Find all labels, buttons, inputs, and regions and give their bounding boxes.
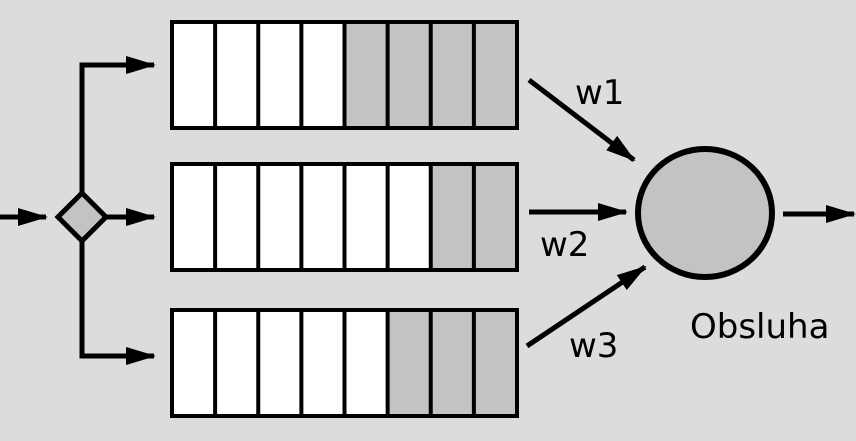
queue-slot-empty	[303, 166, 343, 268]
router-diamond	[54, 189, 110, 245]
queue-slot-empty	[217, 312, 257, 414]
queue-slot-empty	[174, 24, 214, 126]
queue-slot-empty	[389, 166, 429, 268]
queue-slot-empty	[217, 24, 257, 126]
queue-slot-filled	[432, 166, 472, 268]
queue-slot-filled	[346, 24, 386, 126]
server-label: Obsluha	[690, 307, 829, 347]
queue-slot-empty	[260, 312, 300, 414]
weight-label-w3: w3	[569, 326, 618, 366]
weight-label-w2: w2	[540, 225, 589, 265]
weight-arrow-3	[525, 264, 647, 349]
queue-slot-empty	[260, 24, 300, 126]
queue-slot-filled	[389, 312, 429, 414]
queue-slot-empty	[174, 166, 214, 268]
queue-2	[170, 162, 519, 272]
queue-slot-empty	[260, 166, 300, 268]
queue-slot-filled	[432, 24, 472, 126]
queue-slot-empty	[217, 166, 257, 268]
queue-slot-filled	[475, 312, 515, 414]
server-circle	[635, 146, 775, 280]
queue-slot-empty	[303, 312, 343, 414]
queue-slot-empty	[303, 24, 343, 126]
queue-slot-filled	[475, 166, 515, 268]
queue-slot-empty	[174, 312, 214, 414]
weight-arrow-1	[527, 78, 636, 162]
queue-slot-filled	[475, 24, 515, 126]
queue-slot-filled	[432, 312, 472, 414]
queue-slot-empty	[346, 312, 386, 414]
weight-label-w1: w1	[575, 73, 624, 113]
queue-slot-empty	[346, 166, 386, 268]
queue-slot-filled	[389, 24, 429, 126]
queue-3	[170, 308, 519, 418]
queue-1	[170, 20, 519, 130]
